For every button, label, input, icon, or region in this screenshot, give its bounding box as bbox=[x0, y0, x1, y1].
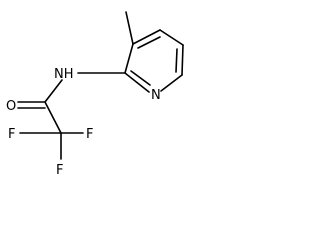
bond-nh-carbonyl bbox=[44, 79, 63, 103]
bond-carbonyl-cf3 bbox=[44, 101, 62, 134]
bond-methyl bbox=[125, 11, 134, 45]
atom-label-f1: F bbox=[8, 127, 15, 142]
atom-label-f3: F bbox=[56, 163, 63, 178]
bond-ring-n-c2 bbox=[124, 72, 150, 93]
bond-ring-n-c2-double bbox=[130, 70, 151, 86]
structure-canvas: NH N O F F F bbox=[0, 0, 191, 185]
atom-label-carbonyl-o: O bbox=[6, 99, 16, 114]
bond-ring-c5-c6 bbox=[181, 44, 184, 76]
atom-label-pyridine-n: N bbox=[151, 88, 161, 103]
bond-ring-c3-c4 bbox=[132, 29, 161, 45]
atom-label-f2: F bbox=[86, 127, 93, 142]
bond-ring-c5-c6-double bbox=[175, 48, 178, 73]
molecule-structure: NH N O F F F bbox=[6, 11, 184, 178]
bond-ring-c3-c4-double bbox=[137, 36, 161, 49]
bond-ring-c6-n bbox=[160, 74, 183, 92]
atom-label-nh: NH bbox=[54, 67, 74, 82]
bond-ring-c2-c3 bbox=[124, 43, 134, 74]
bond-ring-c4-c5 bbox=[159, 29, 184, 46]
